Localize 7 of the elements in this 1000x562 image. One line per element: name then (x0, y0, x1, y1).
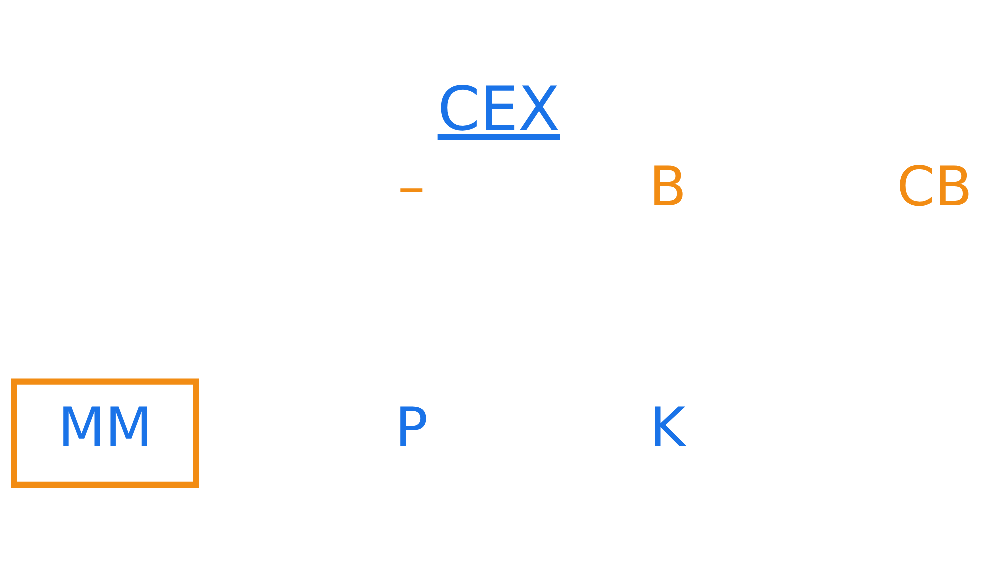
label: B (649, 154, 687, 219)
label: P (395, 396, 428, 460)
node-box: MM (11, 378, 200, 488)
label: CB (897, 154, 973, 219)
label: K (650, 396, 686, 460)
label: – (398, 154, 426, 219)
diagram-title: CEX (438, 75, 560, 146)
